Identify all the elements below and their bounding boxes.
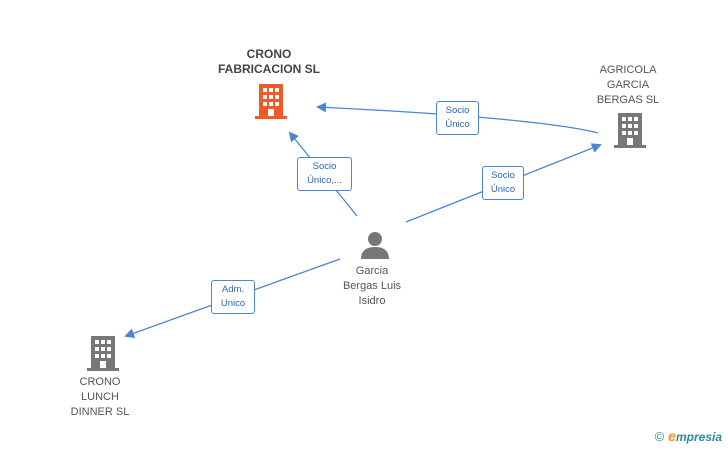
agricola-label[interactable]: AGRICOLA GARCIA BERGAS SL: [596, 64, 660, 106]
copyright-symbol: ©: [654, 429, 665, 444]
person-icon[interactable]: [360, 230, 390, 265]
edge-agricola-to-main: [316, 102, 599, 134]
brand-watermark: ©empresia: [655, 428, 722, 444]
brand-name: mpresia: [675, 430, 722, 444]
brand-initial: e: [668, 428, 676, 444]
edge-label-agricola-main: Socio Único: [436, 101, 479, 135]
building-icon[interactable]: [87, 335, 119, 376]
person-label[interactable]: Garcia Bergas Luis Isidro: [342, 265, 402, 307]
edge-label-person-main: Socio Único,...: [297, 157, 352, 191]
building-icon[interactable]: [614, 112, 646, 153]
crono-lunch-label[interactable]: CRONO LUNCH DINNER SL: [70, 376, 130, 418]
edge-label-person-lunch: Adm. Unico: [211, 280, 255, 314]
edge-label-person-agricola: Socio Único: [482, 166, 524, 200]
main-company-label[interactable]: CRONO FABRICACION SL: [218, 47, 320, 76]
building-icon[interactable]: [255, 83, 287, 124]
